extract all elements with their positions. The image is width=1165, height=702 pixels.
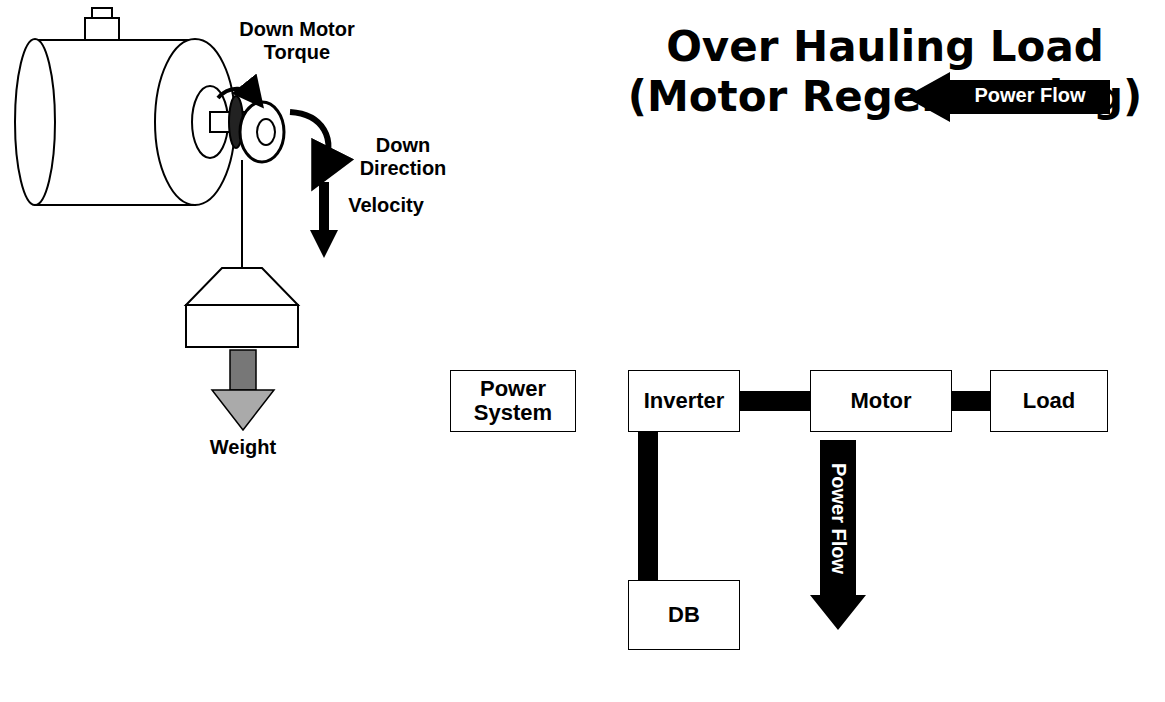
load-box: Load — [990, 370, 1108, 432]
motor-box: Motor — [810, 370, 952, 432]
shaft-connector — [952, 391, 990, 411]
shaft-connector — [740, 391, 810, 411]
source-box: Power System — [450, 370, 576, 432]
weight-label: Weight — [188, 436, 298, 459]
flow-label: Power Flow — [952, 84, 1108, 107]
flow-label: Power Flow — [827, 443, 850, 593]
torque-label: Down Motor Torque — [232, 18, 362, 64]
direction-label: Down Direction — [348, 134, 458, 180]
box-label: Motor — [844, 389, 917, 413]
box-label: Inverter — [638, 389, 731, 413]
inverter-box: Inverter — [628, 370, 740, 432]
diagram-title: Over Hauling Load (Motor Regenerating) — [612, 22, 1158, 121]
shaft-connector — [638, 432, 658, 580]
box-label: Power System — [451, 377, 575, 425]
velocity-label: Velocity — [336, 194, 436, 217]
box-label: DB — [662, 603, 706, 627]
brake-box: DB — [628, 580, 740, 650]
box-label: Load — [1017, 389, 1082, 413]
